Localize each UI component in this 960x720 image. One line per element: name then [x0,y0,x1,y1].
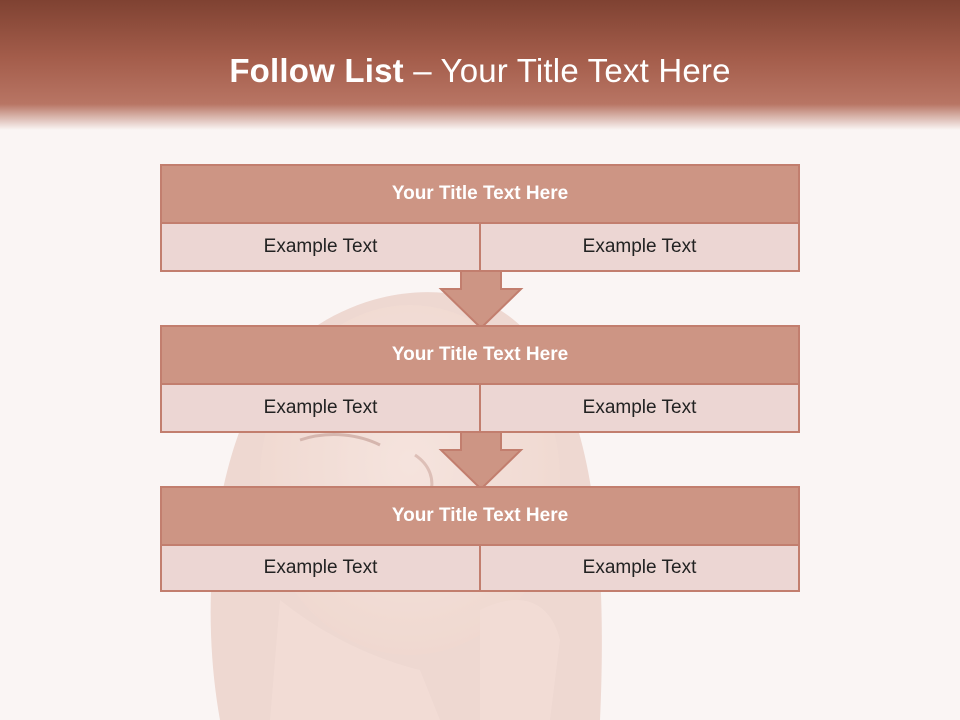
title-banner [0,0,960,130]
step-box-3: Your Title Text Here Example Text Exampl… [160,486,800,592]
slide-title-bold: Follow List [229,52,404,89]
step-3-title: Your Title Text Here [162,488,798,546]
slide-title-rest: – Your Title Text Here [403,52,731,89]
down-arrow-icon [438,431,524,491]
step-2-left-cell: Example Text [162,385,479,431]
step-box-2: Your Title Text Here Example Text Exampl… [160,325,800,433]
step-box-1: Your Title Text Here Example Text Exampl… [160,164,800,272]
step-1-right-cell: Example Text [479,224,798,270]
step-1-row: Example Text Example Text [162,224,798,270]
step-3-row: Example Text Example Text [162,546,798,590]
step-1-title: Your Title Text Here [162,166,798,224]
step-2-row: Example Text Example Text [162,385,798,431]
down-arrow-icon [438,270,524,330]
step-3-left-cell: Example Text [162,546,479,590]
step-2-right-cell: Example Text [479,385,798,431]
step-3-right-cell: Example Text [479,546,798,590]
step-1-left-cell: Example Text [162,224,479,270]
slide-title: Follow List – Your Title Text Here [0,52,960,90]
step-2-title: Your Title Text Here [162,327,798,385]
